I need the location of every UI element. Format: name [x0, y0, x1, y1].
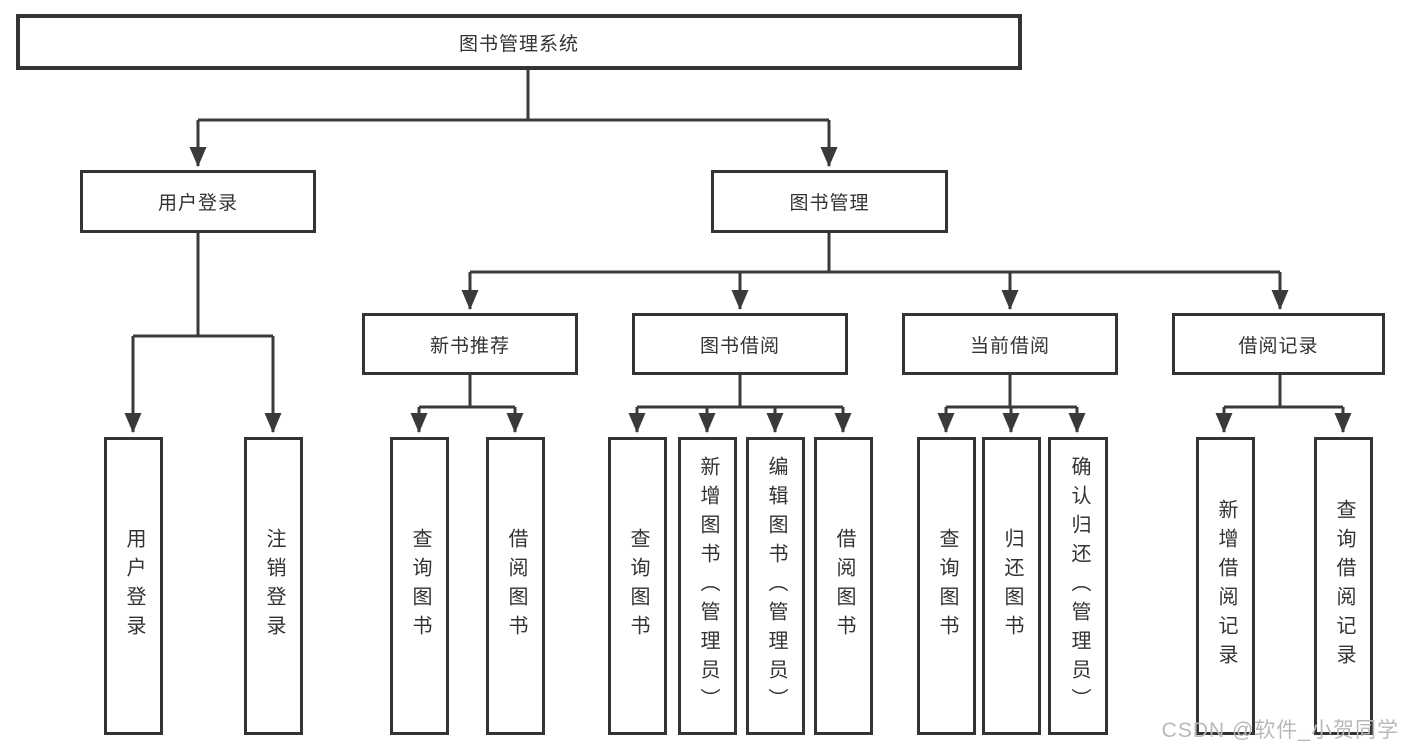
leaf-records-add-borrow-record: 新增借阅记录 [1196, 437, 1255, 735]
leaf-recommend-query-books: 查询图书 [390, 437, 449, 735]
leaf-login-user-login: 用户登录 [104, 437, 163, 735]
csdn-watermark: CSDN @软件_小贺同学 [1161, 719, 1399, 742]
node-user-login: 用户登录 [80, 170, 316, 233]
leaf-current-query-books: 查询图书 [917, 437, 976, 735]
node-borrowing-records: 借阅记录 [1172, 313, 1385, 375]
leaf-borrow-add-books-admin: 新增图书（管理员） [678, 437, 737, 735]
node-book-borrowing: 图书借阅 [632, 313, 848, 375]
leaf-current-return-books: 归还图书 [982, 437, 1041, 735]
leaf-borrow-query-books: 查询图书 [608, 437, 667, 735]
leaf-recommend-borrow-books: 借阅图书 [486, 437, 545, 735]
node-current-borrowing: 当前借阅 [902, 313, 1118, 375]
leaf-borrow-borrow-books: 借阅图书 [814, 437, 873, 735]
leaf-records-query-borrow-record: 查询借阅记录 [1314, 437, 1373, 735]
leaf-current-confirm-return-admin: 确认归还（管理员） [1048, 437, 1108, 735]
node-book-management: 图书管理 [711, 170, 948, 233]
node-root-library-management-system: 图书管理系统 [16, 14, 1022, 70]
leaf-login-logout: 注销登录 [244, 437, 303, 735]
leaf-borrow-edit-books-admin: 编辑图书（管理员） [746, 437, 805, 735]
node-new-book-recommendation: 新书推荐 [362, 313, 578, 375]
